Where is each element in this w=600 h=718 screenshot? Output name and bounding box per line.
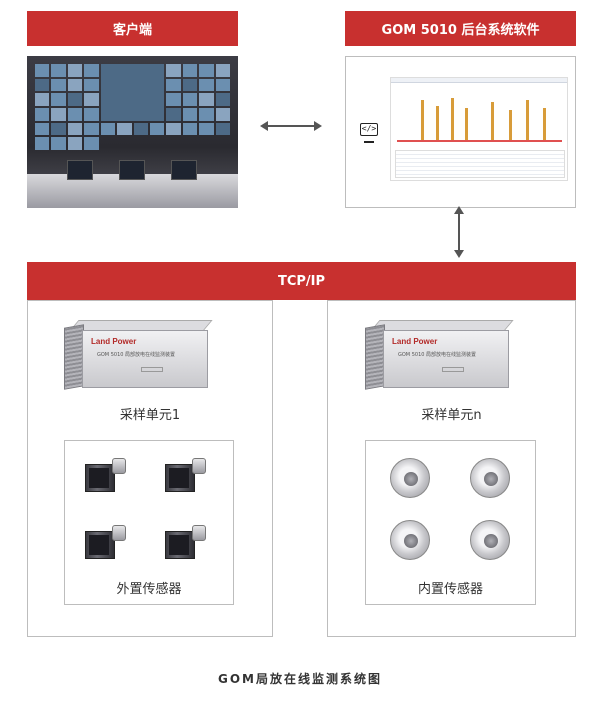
- network-header-label: TCP/IP: [277, 273, 326, 289]
- client-header-label: 客户端: [112, 23, 152, 38]
- network-header: TCP/IP: [27, 262, 576, 300]
- client-header: 客户端: [27, 11, 238, 46]
- device-brand: Land Power: [91, 337, 137, 346]
- software-menubar: [391, 78, 567, 83]
- desk-monitor: [171, 160, 197, 180]
- software-screenshot: [390, 77, 568, 181]
- internal-sensor-icon: [390, 520, 430, 560]
- bus-node: [509, 110, 512, 140]
- bus-node: [436, 106, 439, 140]
- bus-node: [526, 100, 529, 140]
- software-header-label: GOM 5010 后台系统软件: [381, 23, 540, 38]
- external-sensor-label: 外置传感器: [116, 582, 182, 597]
- external-sensor-icon: [165, 525, 207, 559]
- external-sensor-icon: [85, 525, 127, 559]
- device-brand: Land Power: [392, 337, 438, 346]
- device-plate: [141, 367, 163, 372]
- internal-sensor-label: 内置传感器: [417, 582, 483, 597]
- internal-sensor-icon: [470, 520, 510, 560]
- software-header: GOM 5010 后台系统软件: [345, 11, 576, 46]
- code-monitor-icon: </>: [360, 123, 378, 136]
- code-monitor-stand: [364, 141, 374, 143]
- bidirectional-arrow-icon: [454, 206, 464, 258]
- sampling-unit-device: Land Power GOM 5010 局部放电在线监测装置: [64, 320, 213, 390]
- bus-node: [451, 98, 454, 140]
- desk-monitor: [119, 160, 145, 180]
- client-video-wall-image: [27, 56, 238, 208]
- video-wall: [35, 64, 230, 150]
- device-plate: [442, 367, 464, 372]
- bidirectional-arrow-icon: [260, 121, 322, 131]
- bus-node: [543, 108, 546, 140]
- sampling-unit-n-label: 采样单元n: [421, 408, 482, 423]
- external-sensor-icon: [85, 458, 127, 492]
- internal-sensor-icon: [390, 458, 430, 498]
- bus-node: [421, 100, 424, 140]
- internal-sensor-icon: [470, 458, 510, 498]
- sampling-unit-1-label: 采样单元1: [119, 408, 181, 423]
- device-model: GOM 5010 局部放电在线监测装置: [398, 352, 477, 358]
- bus-node: [491, 102, 494, 140]
- software-data-table: [395, 150, 565, 178]
- bus-line: [397, 140, 562, 142]
- device-model: GOM 5010 局部放电在线监测装置: [97, 352, 176, 358]
- sampling-unit-device: Land Power GOM 5010 局部放电在线监测装置: [365, 320, 514, 390]
- bus-node: [465, 108, 468, 140]
- desk-monitor: [67, 160, 93, 180]
- diagram-caption: GOM局放在线监测系统图: [218, 672, 382, 686]
- external-sensor-icon: [165, 458, 207, 492]
